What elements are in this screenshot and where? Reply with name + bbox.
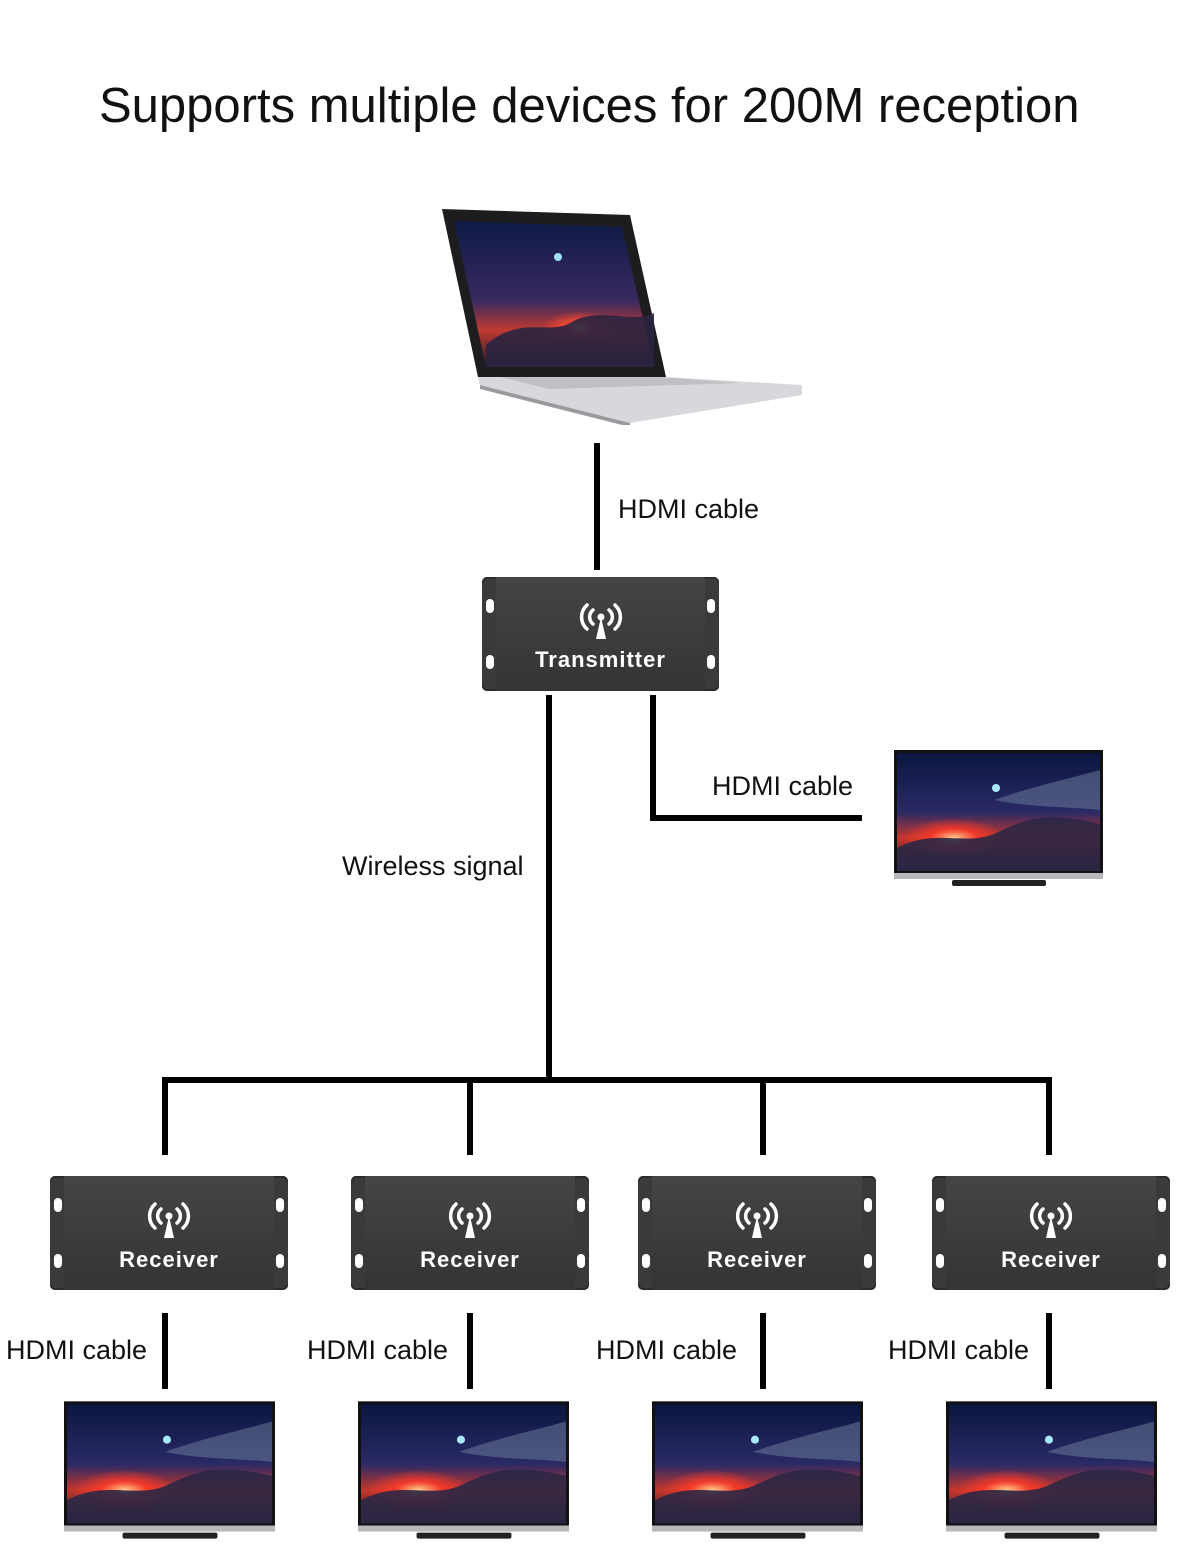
hdmi-cable-line-r1 <box>162 1313 168 1389</box>
hdmi-cable-line-side-horizontal <box>650 815 862 821</box>
hdmi-cable-line-side-vertical <box>650 695 656 821</box>
antenna-icon <box>735 1202 779 1238</box>
receiver-device-3: Receiver <box>638 1176 876 1290</box>
bus-drop-3 <box>760 1077 766 1155</box>
bus-drop-1 <box>162 1077 168 1155</box>
receiver-label-1: Receiver <box>119 1247 219 1272</box>
hdmi-cable-line-r4 <box>1046 1313 1052 1389</box>
receiver-device-2: Receiver <box>351 1176 589 1290</box>
receiver-label-2: Receiver <box>420 1247 520 1272</box>
receiver-device-1: Receiver <box>50 1176 288 1290</box>
monitor-4 <box>946 1401 1158 1541</box>
wireless-signal-label: Wireless signal <box>342 851 524 881</box>
hdmi-cable-label-r4: HDMI cable <box>888 1335 1030 1365</box>
hdmi-cable-label-side: HDMI cable <box>712 771 854 801</box>
receiver-label-4: Receiver <box>1001 1247 1101 1272</box>
antenna-icon <box>579 603 622 639</box>
receiver-label-3: Receiver <box>707 1247 807 1272</box>
monitor-3 <box>652 1401 864 1541</box>
bus-drop-4 <box>1046 1077 1052 1155</box>
hdmi-cable-line-r2 <box>467 1313 473 1389</box>
hdmi-cable-label-r2: HDMI cable <box>307 1335 449 1365</box>
distribution-bus <box>162 1077 1052 1083</box>
monitor-2 <box>358 1401 570 1541</box>
transmitter-label: Transmitter <box>535 647 666 672</box>
antenna-icon <box>1029 1202 1073 1238</box>
page-title: Supports multiple devices for 200M recep… <box>99 79 1080 133</box>
wireless-signal-line <box>546 695 552 1083</box>
hdmi-cable-label-r3: HDMI cable <box>596 1335 738 1365</box>
monitor-side <box>894 750 1104 888</box>
receiver-device-4: Receiver <box>932 1176 1170 1290</box>
hdmi-cable-line-top <box>594 443 600 570</box>
laptop-image <box>440 205 805 425</box>
monitor-1 <box>64 1401 276 1541</box>
hdmi-cable-line-r3 <box>760 1313 766 1389</box>
hdmi-cable-label-r1: HDMI cable <box>6 1335 148 1365</box>
bus-drop-2 <box>467 1077 473 1155</box>
hdmi-cable-label-top: HDMI cable <box>618 494 760 524</box>
antenna-icon <box>147 1202 191 1238</box>
antenna-icon <box>448 1202 492 1238</box>
transmitter-device: Transmitter <box>482 577 719 691</box>
